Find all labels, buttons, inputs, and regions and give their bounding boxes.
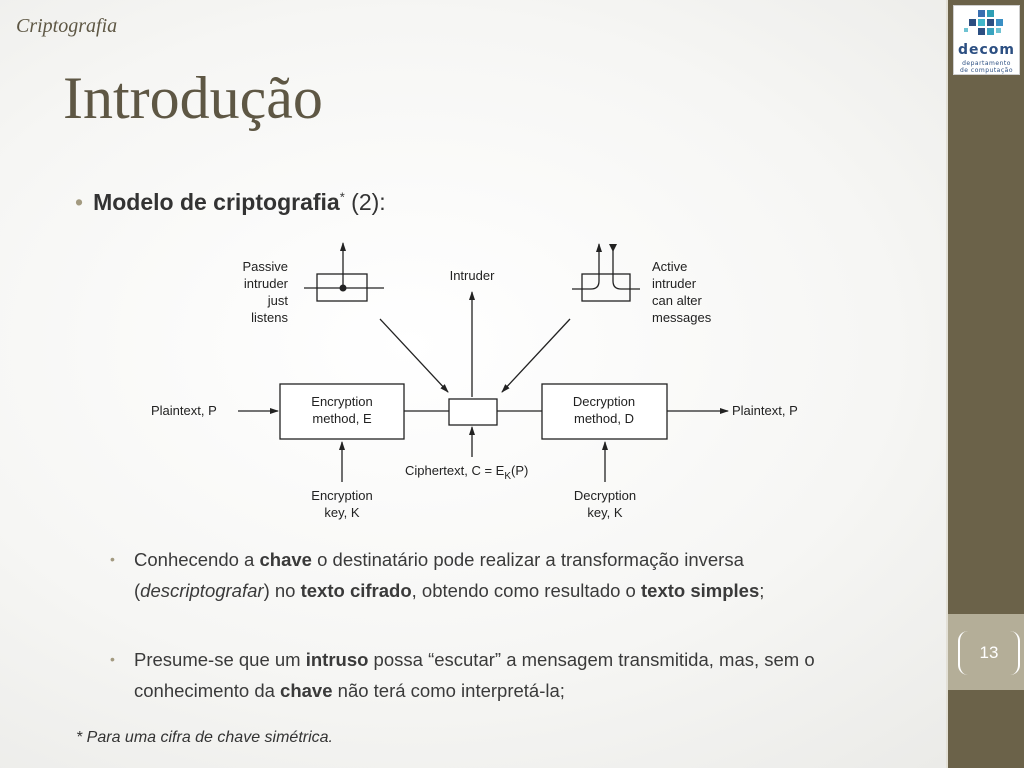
- plaintext-out-label: Plaintext, P: [732, 403, 798, 418]
- ciphertext-label: Ciphertext, C = EK(P): [405, 463, 528, 482]
- active-line-2: intruder: [652, 276, 697, 291]
- channel-box: [448, 398, 498, 426]
- logo-sub-line2: de computação: [959, 67, 1013, 74]
- enc-key-line-1: Encryption: [311, 488, 372, 503]
- encryption-box: [279, 383, 405, 440]
- plaintext-in-label: Plaintext, P: [151, 403, 217, 418]
- passive-line-3: just: [267, 293, 289, 308]
- decom-logo: decom departamento de computação: [953, 5, 1020, 75]
- active-intruder-node: [572, 243, 640, 302]
- bullet-dot: •: [75, 189, 84, 215]
- dec-key-line-2: key, K: [587, 505, 622, 520]
- dec-line-2: method, D: [574, 411, 634, 426]
- enc-key-line-2: key, K: [324, 505, 359, 520]
- bullet-model-rest: (2):: [344, 189, 386, 215]
- sub-bullet-dot: •: [110, 651, 115, 667]
- passive-intruder-node: [304, 242, 384, 302]
- active-line-1: Active: [652, 259, 687, 274]
- intruder-label: Intruder: [450, 268, 495, 283]
- bullet-model-bold: Modelo de criptografia: [93, 189, 340, 215]
- passive-to-channel-arrow: [379, 318, 449, 393]
- page-number: 13: [979, 643, 999, 662]
- passive-line-1: Passive: [242, 259, 288, 274]
- sub-bullet-decrypt: • Conhecendo a chave o destinatário pode…: [110, 544, 864, 606]
- sub-bullet-decrypt-text: Conhecendo a chave o destinatário pode r…: [134, 549, 765, 601]
- active-to-channel-arrow: [501, 318, 571, 393]
- passive-line-2: intruder: [244, 276, 289, 291]
- dec-key-line-1: Decryption: [574, 488, 636, 503]
- enc-line-1: Encryption: [311, 394, 372, 409]
- dec-line-1: Decryption: [573, 394, 635, 409]
- bullet-model: • Modelo de criptografia* (2):: [75, 189, 386, 216]
- sub-bullet-intruder-text: Presume-se que um intruso possa “escutar…: [134, 649, 815, 701]
- active-line-4: messages: [652, 310, 712, 325]
- page-title: Introdução: [63, 65, 323, 131]
- logo-sub-line1: departamento: [962, 60, 1011, 67]
- page-number-band: [948, 614, 1024, 690]
- logo-squares-icon: [964, 10, 1003, 35]
- passive-intruder-label: Passive intruder just listens: [242, 259, 288, 325]
- sub-bullet-intruder: • Presume-se que um intruso possa “escut…: [110, 644, 864, 706]
- logo-word: decom: [957, 42, 1016, 58]
- bullet-model-footnote-mark: *: [339, 189, 345, 205]
- crypto-model-diagram: Passive intruder just listens Intruder A…: [151, 242, 798, 520]
- page-number-frame: 13: [958, 631, 1020, 675]
- header-label: Criptografia: [16, 15, 118, 37]
- passive-line-4: listens: [251, 310, 288, 325]
- sub-bullet-dot: •: [110, 551, 115, 567]
- enc-line-2: method, E: [312, 411, 372, 426]
- footnote: * Para uma cifra de chave simétrica.: [76, 729, 333, 746]
- active-line-3: can alter: [652, 293, 703, 308]
- active-intruder-label: Active intruder can alter messages: [652, 259, 712, 325]
- sidebar-divider: [946, 0, 948, 768]
